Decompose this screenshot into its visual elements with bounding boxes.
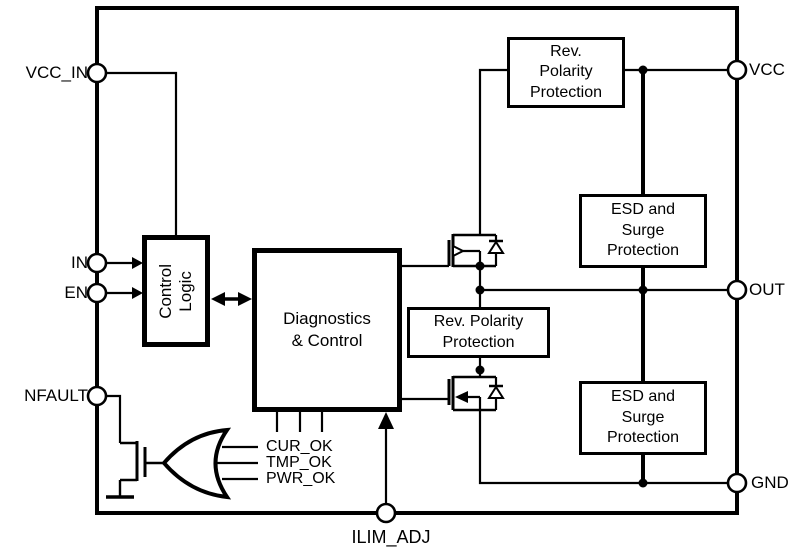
pin-en-icon [86,282,108,304]
pin-nfault-icon [86,385,108,407]
pin-label-vcc: VCC [749,60,785,79]
body-diode-icon [487,385,505,399]
wire-vccin-to-control [106,71,178,235]
pin-vcc-in-icon [86,62,108,84]
pin-label-ilim-adj: ILIM_ADJ [351,527,431,547]
or-gate-icon [161,427,232,500]
pin-ilim-adj-icon [375,502,397,524]
body-diode-icon [487,240,505,254]
block-esd-top: ESD and Surge Protection [579,194,707,268]
arrowheads [132,257,394,429]
block-rev-polarity-mid: Rev. Polarity Protection [407,307,550,358]
pin-label-gnd: GND [751,473,789,492]
signal-label-pwr-ok: PWR_OK [266,470,336,487]
block-esd-top-label: ESD and Surge Protection [606,201,680,260]
mosfet-nfault-icon [106,441,165,499]
block-esd-bottom: ESD and Surge Protection [579,381,707,455]
block-esd-bottom-label: ESD and Surge Protection [606,388,680,447]
pin-label-in: IN [71,253,88,272]
junction-dots [475,65,648,488]
pin-label-en: EN [64,283,88,302]
mosfet-high-side-icon [402,233,505,268]
pin-label-vcc-in: VCC_IN [25,63,88,82]
pin-gnd-icon [726,472,748,494]
signal-label-tmp-ok: TMP_OK [266,454,332,471]
wire-nfault [106,394,122,443]
arrow-bidir-left-icon [211,292,225,306]
wire-revtop-to-fet1 [478,68,507,235]
arrow-in-icon [132,257,143,269]
block-diagnostics-label: Diagnostics & Control [283,309,371,350]
arrow-bidir-right-icon [238,292,252,306]
signal-label-cur-ok: CUR_OK [266,438,333,455]
block-rev-polarity-top: Rev. Polarity Protection [507,37,625,108]
block-control-logic: Control Logic [142,235,210,347]
arrow-en-icon [132,287,143,299]
block-diagnostics: Diagnostics & Control [252,248,402,412]
block-control-logic-label: Control Logic [155,263,195,319]
pin-label-nfault: NFAULT [24,386,88,405]
pin-terminals [86,59,748,524]
arrow-ilim-icon [378,412,394,429]
pin-out-icon [726,279,748,301]
pin-in-icon [86,252,108,274]
pin-label-out: OUT [749,280,785,299]
wires-gate-inputs [214,445,258,481]
block-rev-polarity-top-label: Rev. Polarity Protection [529,42,603,101]
pin-vcc-icon [726,59,748,81]
block-rev-polarity-mid-label: Rev. Polarity Protection [433,313,524,351]
wires-status-stubs [275,412,324,432]
mosfet-low-side-icon [402,375,505,412]
